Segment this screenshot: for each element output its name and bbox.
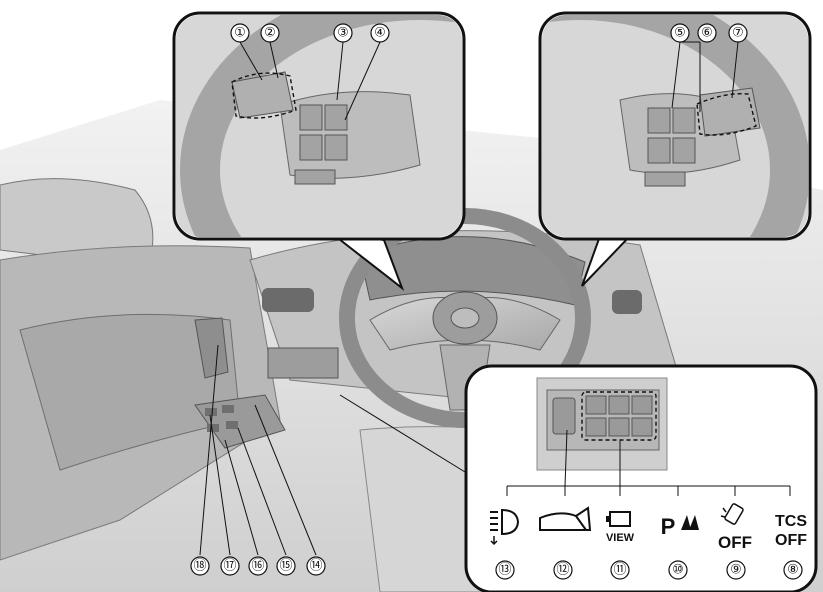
tcs-off-icon: TCS OFF (775, 513, 807, 549)
svg-text:②: ② (264, 26, 276, 41)
zoom-panel-right (538, 11, 812, 287)
camera-view-icon: VIEW (606, 511, 635, 544)
svg-text:VIEW: VIEW (606, 532, 635, 544)
headlight-leveling-icon (490, 508, 520, 546)
svg-text:⑪: ⑪ (613, 563, 626, 578)
callout-12: ⑫ (553, 560, 573, 580)
svg-text:⑯: ⑯ (251, 559, 264, 574)
svg-text:⑦: ⑦ (732, 26, 744, 41)
window-switch-panel (194, 394, 286, 449)
liftgate-icon (539, 506, 592, 531)
svg-text:⑭: ⑭ (309, 559, 322, 574)
zoom-panel-left (172, 11, 466, 291)
callout-17: ⑰ (220, 556, 240, 576)
callout-11: ⑪ (610, 560, 630, 580)
callout-5: ⑤ (670, 23, 690, 43)
svg-text:⑰: ⑰ (223, 559, 236, 574)
sensor-off-icon: OFF (718, 503, 752, 552)
svg-text:⑧: ⑧ (787, 563, 799, 578)
svg-text:⑨: ⑨ (730, 563, 742, 578)
callout-15: ⑮ (276, 556, 296, 576)
lower-leader-lines (199, 344, 317, 556)
callout-13: ⑬ (495, 560, 515, 580)
paddle-highlight-left (231, 72, 297, 119)
svg-text:OFF: OFF (775, 532, 807, 549)
paddle-highlight-right (696, 93, 757, 136)
air-vent (262, 288, 314, 312)
svg-text:⑮: ⑮ (279, 559, 292, 574)
parking-sensor-icon: P (661, 514, 699, 539)
svg-text:TCS: TCS (775, 513, 807, 530)
zoom-panel-switches: VIEW P OFF TCS OFF (339, 364, 818, 592)
callout-3: ③ (333, 23, 353, 43)
callout-8: ⑧ (783, 560, 803, 580)
svg-text:⑫: ⑫ (556, 563, 569, 578)
svg-text:①: ① (234, 26, 246, 41)
svg-text:⑤: ⑤ (674, 26, 686, 41)
callout-14: ⑭ (306, 556, 326, 576)
callout-9: ⑨ (726, 560, 746, 580)
svg-text:④: ④ (374, 26, 386, 41)
callout-18: ⑱ (190, 556, 210, 576)
svg-text:③: ③ (337, 26, 349, 41)
door-handle (194, 317, 229, 379)
switch-12 (552, 397, 576, 435)
svg-text:⑥: ⑥ (701, 26, 713, 41)
svg-text:⑱: ⑱ (193, 559, 206, 574)
callout-2: ② (260, 23, 280, 43)
callout-16: ⑯ (248, 556, 268, 576)
callout-1: ① (230, 23, 250, 43)
svg-text:⑩: ⑩ (672, 563, 684, 578)
switch-group-highlight (581, 391, 657, 441)
svg-text:⑬: ⑬ (498, 563, 511, 578)
callout-6: ⑥ (697, 23, 717, 43)
callout-7: ⑦ (728, 23, 748, 43)
callout-4: ④ (370, 23, 390, 43)
callout-10: ⑩ (668, 560, 688, 580)
svg-text:OFF: OFF (718, 533, 752, 552)
steering-wheel (339, 208, 591, 428)
svg-text:P: P (661, 514, 676, 539)
